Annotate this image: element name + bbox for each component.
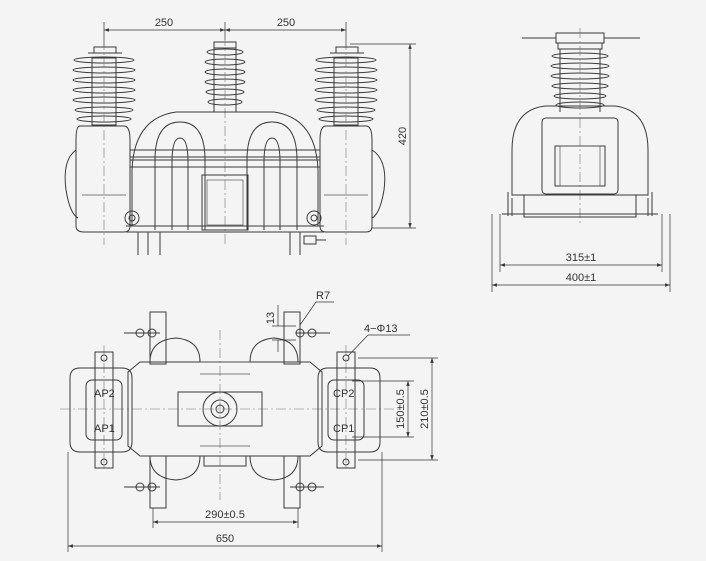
dim-offset: 13 <box>265 312 277 324</box>
front-view: 250 250 420 <box>64 17 416 255</box>
terminal-cp2: CP2 <box>333 388 354 400</box>
dim-right-span: 250 <box>277 17 295 29</box>
center-insulator <box>204 36 246 245</box>
dim-outer-pitch: 210±0.5 <box>419 389 431 429</box>
dim-height: 420 <box>397 127 409 145</box>
terminal-cp1: CP1 <box>333 423 354 435</box>
dim-overall-length: 650 <box>216 533 234 545</box>
dim-left-span: 250 <box>155 17 173 29</box>
top-view: AP2 AP1 CP2 CP1 R7 13 <box>60 290 438 552</box>
side-view: 315±1 400±1 <box>491 28 671 292</box>
left-insulator <box>72 40 136 245</box>
terminal-ap1: AP1 <box>94 423 115 435</box>
dim-holes: 4−Φ13 <box>364 323 398 335</box>
dim-radius: R7 <box>316 290 330 302</box>
dim-base-width: 400±1 <box>566 272 597 284</box>
dim-mount-spacing: 315±1 <box>566 252 597 264</box>
dim-hole-spacing: 290±0.5 <box>205 509 245 521</box>
right-insulator <box>314 40 378 245</box>
terminal-ap2: AP2 <box>94 388 115 400</box>
dim-inner-pitch: 150±0.5 <box>395 389 407 429</box>
